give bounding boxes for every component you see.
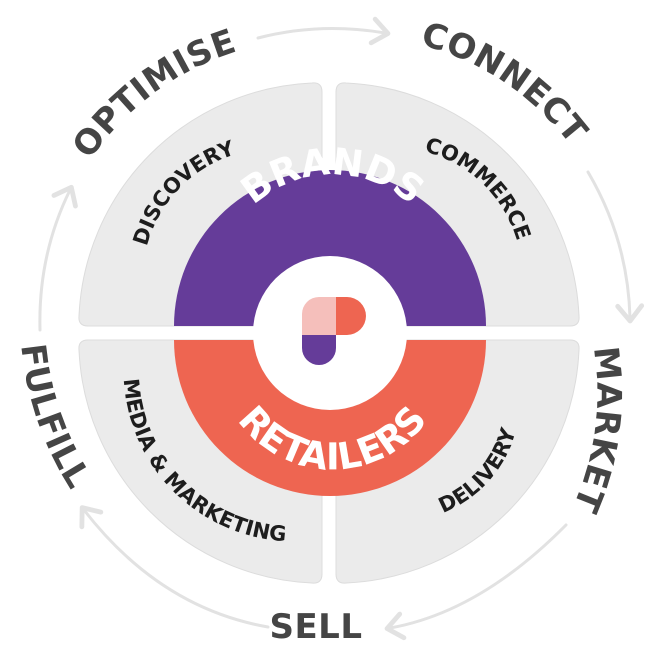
arrow-sell-to-fulfill xyxy=(79,505,270,629)
arrow-market-to-sell xyxy=(384,523,568,641)
retailers-ring xyxy=(174,340,486,496)
cycle-arrows xyxy=(38,16,645,641)
p-logo-icon xyxy=(302,297,366,365)
arrow-optimise-to-connect xyxy=(256,16,391,46)
brands-ring xyxy=(174,170,486,326)
arrow-connect-to-market xyxy=(586,170,645,324)
sell-label: SELL xyxy=(269,607,362,647)
arrow-fulfill-to-optimise xyxy=(38,184,78,332)
